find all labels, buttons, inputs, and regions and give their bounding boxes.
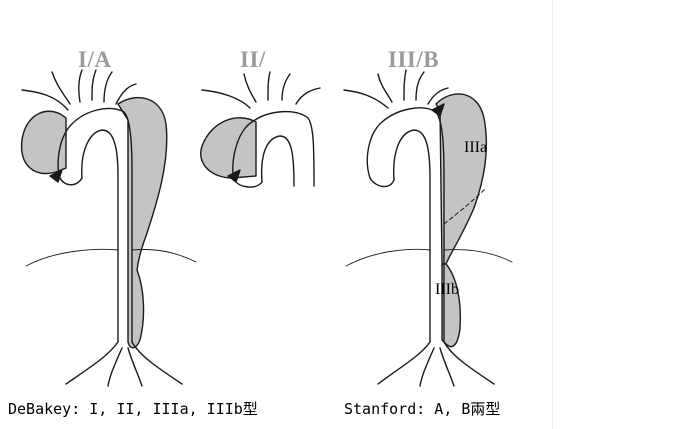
aorta-type-3 (343, 69, 513, 387)
caption-debakey: DeBakey: I, II, IIIa, IIIb型 (8, 400, 258, 418)
aorta-type-1 (20, 69, 197, 387)
false-lumen-ascending-only (200, 117, 257, 179)
region-label-IIIb: IIIb (435, 281, 459, 298)
false-lumen-IIIb (441, 263, 462, 348)
type-label-III-B: III/B (388, 47, 440, 72)
right-edge-divider (552, 0, 553, 429)
diaphragm-line (25, 248, 119, 267)
false-lumen-IIIa (435, 93, 488, 265)
diaphragm-line (345, 248, 431, 267)
caption-stanford: Stanford: A, B兩型 (344, 400, 501, 418)
false-lumen-descending (117, 96, 168, 349)
region-label-IIIa: IIIa (464, 139, 488, 156)
IIIa-IIIb-boundary (443, 187, 487, 225)
aorta-type-2 (200, 71, 321, 188)
false-lumen-ascending (20, 110, 67, 175)
type-label-II: II/ (240, 47, 266, 72)
type-label-I-A: I/A (78, 47, 112, 72)
